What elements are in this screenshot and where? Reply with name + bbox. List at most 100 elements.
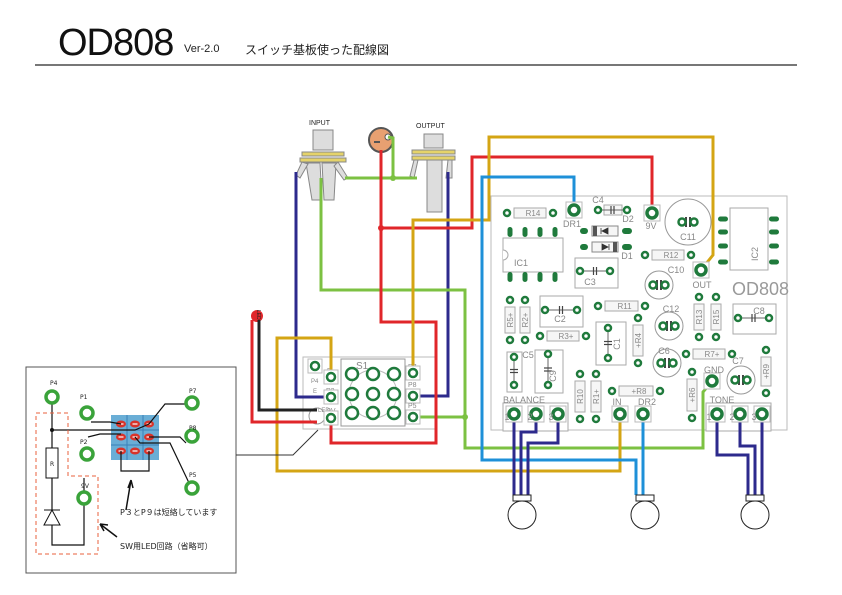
resistor-r12-pad xyxy=(686,250,696,260)
diode-d1-pad xyxy=(622,244,632,250)
pcb-pad-dr2 xyxy=(636,407,650,421)
switch-pad xyxy=(325,391,337,403)
switch-s1-contact xyxy=(344,405,360,421)
pcb-pad-out xyxy=(694,263,708,277)
switch-pad xyxy=(407,411,419,423)
resistor-r7 xyxy=(692,348,726,360)
resistor-r12 xyxy=(651,249,685,261)
resistor-r11-pad xyxy=(640,301,650,311)
ic1-pin xyxy=(522,227,528,237)
pcb-pad-gnd xyxy=(705,374,719,388)
label-out: OUT xyxy=(693,280,713,290)
label-r13: R13 xyxy=(695,309,704,324)
capacitor-c4-pad xyxy=(622,205,632,215)
wire-junction xyxy=(378,225,384,231)
label-ic1: IC1 xyxy=(514,258,528,268)
resistor-r2-pad xyxy=(520,295,530,305)
electrolytic-c11-pad xyxy=(677,217,687,227)
inset-wiring xyxy=(51,398,191,546)
wire-input-sleeve-p2 xyxy=(294,172,331,399)
label-r10: R10 xyxy=(576,389,585,404)
inset-contact-mark xyxy=(118,436,124,438)
capacitor-c9-pad xyxy=(543,349,553,359)
inset-detail-box xyxy=(25,366,237,574)
inset-pad-p2 xyxy=(79,446,95,462)
resistor-r10-pad xyxy=(575,369,585,379)
resistor-r13-pad xyxy=(694,332,704,342)
label-c5: C5 xyxy=(522,350,534,360)
inset-pad-nine_v xyxy=(76,490,92,506)
resistor-r7-pad xyxy=(727,349,737,359)
wire-dr1-pot xyxy=(480,175,638,495)
ic1-pin xyxy=(522,272,528,282)
label-c7: C7 xyxy=(732,356,744,366)
label-dr1: DR1 xyxy=(563,219,581,229)
ic1-pin xyxy=(507,227,513,237)
electrolytic-c11 xyxy=(664,198,712,246)
label-n2: 2 xyxy=(527,412,532,422)
label-c6: C6 xyxy=(658,346,670,356)
wire-junction xyxy=(390,175,396,181)
label-r11: R11 xyxy=(617,302,632,311)
electrolytic-c11-pad xyxy=(689,217,699,227)
label-r4: +R4 xyxy=(634,333,643,348)
inset-pad-p4 xyxy=(44,389,60,405)
ic1-outline xyxy=(502,237,564,273)
ic1-pin xyxy=(537,227,543,237)
label-dr2: DR2 xyxy=(638,397,656,407)
inset-label-p7: P7 xyxy=(189,388,197,395)
switch-pad xyxy=(407,390,419,402)
label-r7: R7+ xyxy=(705,350,720,359)
label-in: IN xyxy=(613,397,622,407)
resistor-r15-pad xyxy=(711,292,721,302)
resistor-r11 xyxy=(604,300,639,312)
ic1-pin xyxy=(507,272,513,282)
inset-label-p1: P1 xyxy=(80,394,88,401)
resistor-r7-pad xyxy=(681,349,691,359)
resistor-r1-pad xyxy=(591,414,601,424)
wire-tone-1 xyxy=(715,414,750,495)
electrolytic-c10 xyxy=(644,270,674,300)
switch-s1-contact xyxy=(344,366,360,382)
label-n1: 1 xyxy=(706,412,711,422)
ic2-outline xyxy=(729,207,769,271)
capacitor-c8-pad xyxy=(764,313,774,323)
input-jack xyxy=(295,129,349,201)
electrolytic-c10-pad xyxy=(660,280,670,290)
resistor-r15 xyxy=(710,303,722,331)
inset-arrows xyxy=(99,479,134,538)
diode-d1-pad xyxy=(580,244,588,250)
label-d1: D1 xyxy=(621,251,633,261)
wire-9v-switch xyxy=(329,150,438,445)
resistor-r13-pad xyxy=(694,292,704,302)
led-indicator: LED xyxy=(251,310,263,322)
wire-output-p8 xyxy=(413,172,450,398)
tone-pot xyxy=(740,500,770,530)
label-tone: TONE xyxy=(710,395,735,405)
label-r5: R5+ xyxy=(506,312,515,327)
pcb-pad-t3 xyxy=(755,407,769,421)
switch-pad xyxy=(309,360,321,372)
diode-d1-symbol xyxy=(601,243,610,251)
label-r6: +R6 xyxy=(688,387,697,402)
electrolytic-c6 xyxy=(652,348,682,378)
page-title: OD808 xyxy=(58,22,174,64)
label-c3: C3 xyxy=(584,277,596,287)
switch-pad xyxy=(407,367,419,379)
sw-label-e: E xyxy=(313,389,317,395)
diode-d2-pad xyxy=(622,228,632,234)
inset-pad-p5 xyxy=(184,480,200,496)
capacitor-c9-pad xyxy=(543,380,553,390)
wire-out-p7 xyxy=(411,135,715,373)
inset-note-short: P３とP９は短絡しています xyxy=(120,507,217,517)
ic2-pin xyxy=(769,229,779,235)
led-label: LED xyxy=(255,310,261,320)
inset-label-p2: P2 xyxy=(80,439,88,446)
resistor-r4-pad xyxy=(633,358,643,368)
ic2-pin xyxy=(769,243,779,249)
ic1-pin xyxy=(552,272,558,282)
ic1-pin xyxy=(537,272,543,282)
inset-led-diode xyxy=(43,508,61,526)
electrolytic-c12 xyxy=(654,311,684,341)
